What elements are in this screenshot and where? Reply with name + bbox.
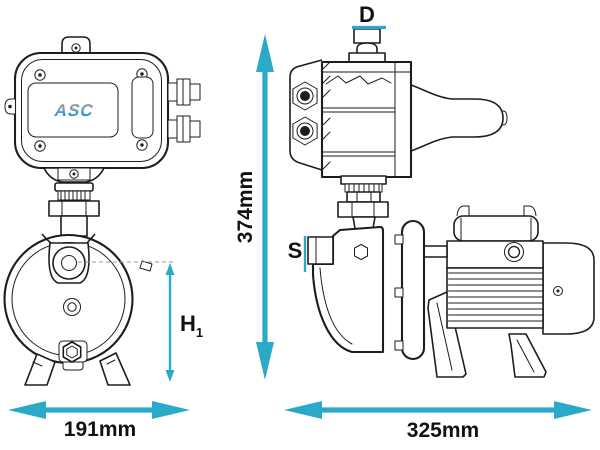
- motor-front-band: [446, 240, 544, 269]
- motor: [423, 205, 595, 335]
- pressure-controller-side: [289, 59, 508, 179]
- brand-logo: ASC: [53, 100, 97, 120]
- dimension-label-191mm: 191mm: [64, 418, 136, 441]
- label-panel: [27, 82, 119, 138]
- riser-pipe: [60, 215, 88, 237]
- motor-fins: [446, 267, 544, 329]
- controller-cover: [410, 84, 504, 152]
- front-view: ASC: [3, 36, 201, 386]
- pump-casing-side: [307, 219, 426, 361]
- pump-tank: [3, 233, 153, 386]
- dimension-arrow-374: [256, 34, 274, 380]
- dimension-arrow-191: [8, 401, 190, 419]
- casing-body: [311, 225, 385, 354]
- cable-glands: [167, 78, 201, 143]
- dimension-arrow-h1: [165, 263, 175, 382]
- dimension-label-s: S: [288, 238, 303, 263]
- dimension-label-374mm: 374mm: [234, 171, 257, 243]
- hex-nut: [48, 200, 100, 217]
- motor-support-rod: [423, 245, 448, 258]
- gland-bracket: [289, 59, 323, 171]
- pipe-fittings-side: [337, 175, 389, 235]
- dimension-label-325mm: 325mm: [407, 419, 479, 442]
- dimension-label-d: D: [359, 2, 375, 27]
- hatch-marks: [321, 61, 331, 171]
- side-view: [289, 28, 595, 378]
- pump-flange: [400, 219, 426, 361]
- tank-clip: [139, 260, 153, 272]
- terminal-box: [453, 215, 539, 242]
- dimension-annotations: H1 374mm D S 191mm 325mm: [8, 2, 592, 442]
- controller-body-side: [320, 60, 413, 179]
- dimension-arrow-325: [284, 401, 592, 419]
- controller-bracket-and-fittings: [43, 167, 105, 237]
- discharge-port: [348, 28, 386, 63]
- threaded-ring: [57, 190, 91, 201]
- casing-plug: [354, 244, 368, 260]
- brand-logo-text: ASC: [53, 100, 97, 120]
- tank-feet: [24, 352, 131, 386]
- fan-cover: [542, 242, 595, 335]
- drain-plug: [62, 341, 82, 363]
- suction-port: [307, 236, 334, 265]
- dimension-label-h1: H1: [180, 311, 203, 340]
- pressure-controller-front: ASC: [4, 36, 201, 170]
- side-panel: [131, 76, 154, 139]
